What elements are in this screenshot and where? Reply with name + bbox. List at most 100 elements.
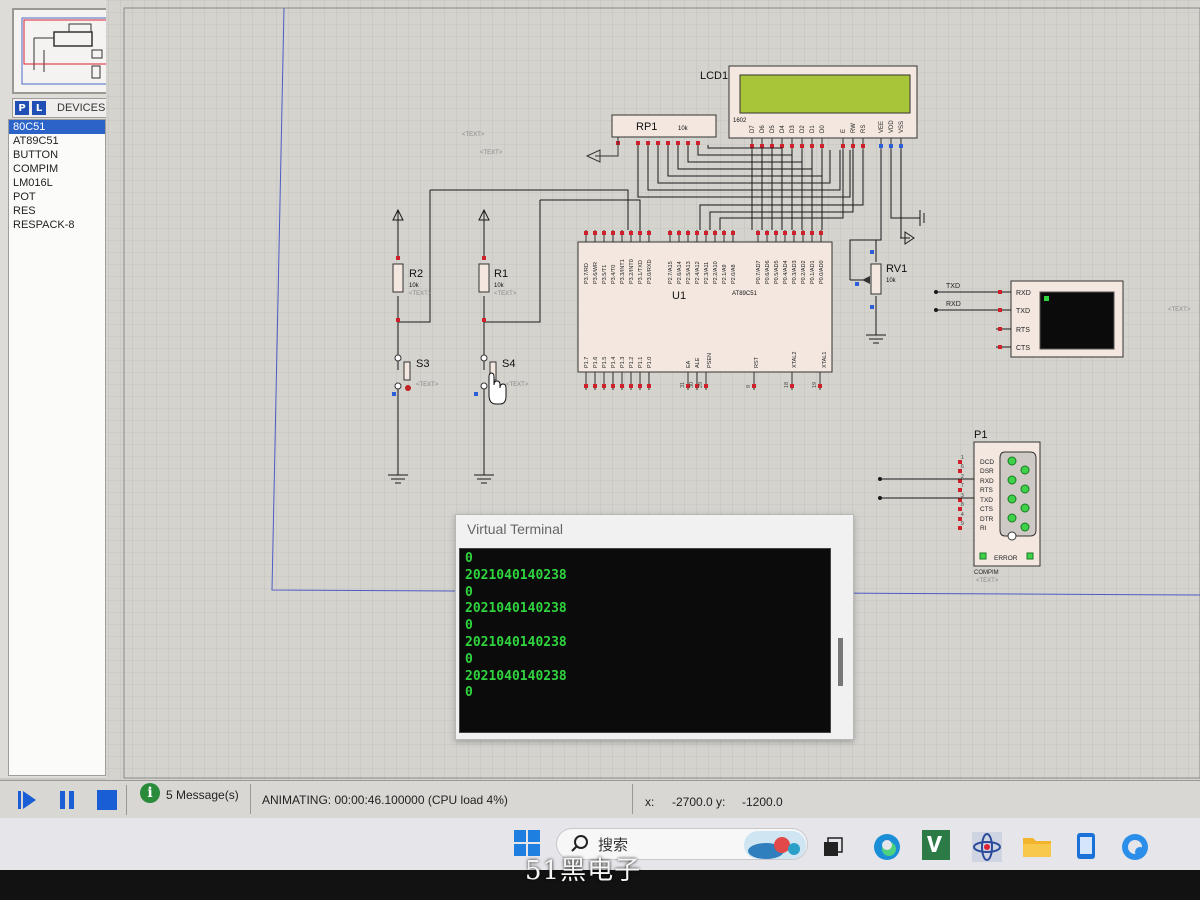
scrollbar-thumb[interactable] <box>838 638 843 686</box>
vterm-pin-label: TXD <box>1016 308 1030 315</box>
r2-value: 10k <box>409 283 420 289</box>
hand-cursor-icon <box>488 372 507 405</box>
browser-icon[interactable] <box>1120 832 1150 862</box>
terminal-line: 2021040140238 <box>465 567 567 583</box>
lcd-pin-label: D7 <box>750 125 756 133</box>
devices-header: P L DEVICES <box>12 98 118 118</box>
r1-s4-branch[interactable]: R1 10k <TEXT> S4 <TEXT> <box>474 200 541 484</box>
mcu-pin-label: P1.7 <box>584 357 590 368</box>
mcu-pin-numbers: 31 30 29 9 18 19 <box>680 382 818 388</box>
p1-part: COMPIM <box>974 570 999 576</box>
device-item[interactable]: RESPACK-8 <box>13 219 75 231</box>
status-divider <box>632 784 633 814</box>
mcu-pin-label: P1.1 <box>638 357 644 368</box>
lcd-part: 1602 <box>733 118 747 124</box>
mcu-pin-label: P1.6 <box>593 357 599 368</box>
terminal-line: 0 <box>465 651 473 667</box>
virtual-terminal-window[interactable]: Virtual Terminal 0 2021040140238 0 20210… <box>455 514 854 740</box>
mcu-pin-label: PSEN <box>707 353 713 368</box>
phone-link-icon[interactable] <box>1074 832 1098 860</box>
mcu-pin-label: P0.5/AD5 <box>774 260 780 284</box>
windows-start-icon[interactable] <box>513 829 541 857</box>
mcu-pin-label: P3.5/T1 <box>602 265 608 284</box>
r1-name: R1 <box>494 268 508 280</box>
taskbar <box>0 818 1200 870</box>
mcu-pin-label: P3.4/T0 <box>611 265 617 284</box>
messages-count[interactable]: 5 Message(s) <box>166 788 239 802</box>
stop-icon[interactable] <box>96 789 118 811</box>
lcd-pin-label: D3 <box>790 125 796 133</box>
mcu-pin-dots <box>584 231 823 388</box>
lcd-pin-dots <box>750 144 865 148</box>
edge-browser-icon[interactable] <box>872 832 902 862</box>
device-item[interactable]: BUTTON <box>13 149 59 161</box>
coord-x-value: -2700.0 <box>672 795 713 809</box>
device-item[interactable]: RES <box>13 205 36 217</box>
terminal-scrollbar[interactable] <box>834 548 848 731</box>
p1-pin-label: TXD <box>980 497 993 504</box>
device-item[interactable]: AT89C51 <box>13 135 59 147</box>
lcd-pin-label: D0 <box>820 125 826 133</box>
device-item[interactable]: 80C51 <box>9 120 105 134</box>
file-explorer-icon[interactable] <box>1022 834 1052 858</box>
lcd-pin-label: D6 <box>760 125 766 133</box>
mcu-part: AT89C51 <box>732 291 758 297</box>
device-item[interactable]: LM016L <box>13 177 53 189</box>
rv1-name: RV1 <box>886 263 907 275</box>
schematic-canvas[interactable]: LCD1 1602 D7 D6 D5 D4 D3 D2 D1 D0 E RW R… <box>106 0 1200 780</box>
status-divider <box>250 784 251 814</box>
screen-bezel <box>0 870 1200 900</box>
mcu-pin-label: P0.2/AD2 <box>801 260 807 284</box>
s3-text: <TEXT> <box>416 382 439 388</box>
terminal-line: 0 <box>465 551 473 566</box>
mcu-pin-label: EA <box>686 360 692 368</box>
virtual-terminal-component[interactable]: RXD TXD RTS CTS TXD RXD <TEXT> <box>934 280 1191 358</box>
mcu-pin-label: XTAL2 <box>792 352 798 368</box>
task-view-icon[interactable] <box>822 836 844 858</box>
coord-x-label: x: <box>645 795 655 809</box>
mcu-pin-label: P2.5/A13 <box>686 261 692 284</box>
mcu-pin-label: ALE <box>695 357 701 368</box>
visio-icon[interactable] <box>922 830 950 860</box>
mcu-pin-label: P3.7/RD <box>584 263 590 284</box>
mcu-pins <box>585 230 822 390</box>
r2-s3-branch[interactable]: R2 10k <TEXT> S3 <TEXT> <box>388 190 439 484</box>
mcu-pin-label: P3.0/RXD <box>647 260 653 284</box>
device-item[interactable]: POT <box>13 191 36 203</box>
compim-p1[interactable]: P1 DCD DSR RXD RTS TXD CTS DTR RI 1 6 2 … <box>878 429 1041 584</box>
mcu-pin-label: P0.3/AD3 <box>792 260 798 284</box>
device-item[interactable]: COMPIM <box>13 163 59 175</box>
lcd-component[interactable]: LCD1 1602 D7 D6 D5 D4 D3 D2 D1 D0 E RW R… <box>700 65 918 150</box>
p1-pin-number: 3 <box>961 493 964 499</box>
play-icon[interactable] <box>16 789 38 811</box>
terminal-line: 0 <box>465 618 473 634</box>
net-label: RXD <box>946 301 961 308</box>
mcu-pin-number: 9 <box>746 385 752 388</box>
proteus-icon[interactable] <box>972 832 1002 862</box>
mcu-u1[interactable]: U1 AT89C51 P3.7/RD P3.6/WR P3.5/T1 P3.4/… <box>577 230 833 390</box>
info-icon[interactable]: i <box>140 783 160 803</box>
rv1-potentiometer[interactable]: RV1 10k <box>850 240 907 344</box>
watermark-text: 51黑电子 <box>525 856 642 886</box>
devices-title: DEVICES <box>57 102 106 114</box>
p1-pin-label: DSR <box>980 468 994 475</box>
mcu-pin-label: P3.3/INT1 <box>620 259 626 284</box>
bus-wires <box>430 145 925 280</box>
pick-device-button[interactable]: P <box>15 101 29 115</box>
s4-name: S4 <box>502 358 515 370</box>
mcu-pin-label: P0.1/AD1 <box>810 260 816 284</box>
mcu-pin-label: P1.4 <box>611 357 617 368</box>
overview-window[interactable] <box>12 8 120 94</box>
text-placeholder: <TEXT> <box>1168 307 1191 313</box>
p1-pin-number: 8 <box>961 502 964 508</box>
library-button[interactable]: L <box>32 101 46 115</box>
mcu-pin-label: P1.3 <box>620 357 626 368</box>
p1-pin-label: RI <box>980 525 987 532</box>
terminal-screen[interactable]: 0 2021040140238 0 2021040140238 0 202104… <box>459 548 831 733</box>
rp1-component[interactable]: RP1 10k <box>585 114 717 163</box>
pause-icon[interactable] <box>56 789 78 811</box>
device-list[interactable]: 80C51 AT89C51 BUTTON COMPIM LM016L POT R… <box>8 119 106 776</box>
mcu-pin-number: 31 <box>680 382 686 388</box>
mcu-pin-label: P1.5 <box>602 357 608 368</box>
lcd-pin-label: RS <box>861 125 867 133</box>
